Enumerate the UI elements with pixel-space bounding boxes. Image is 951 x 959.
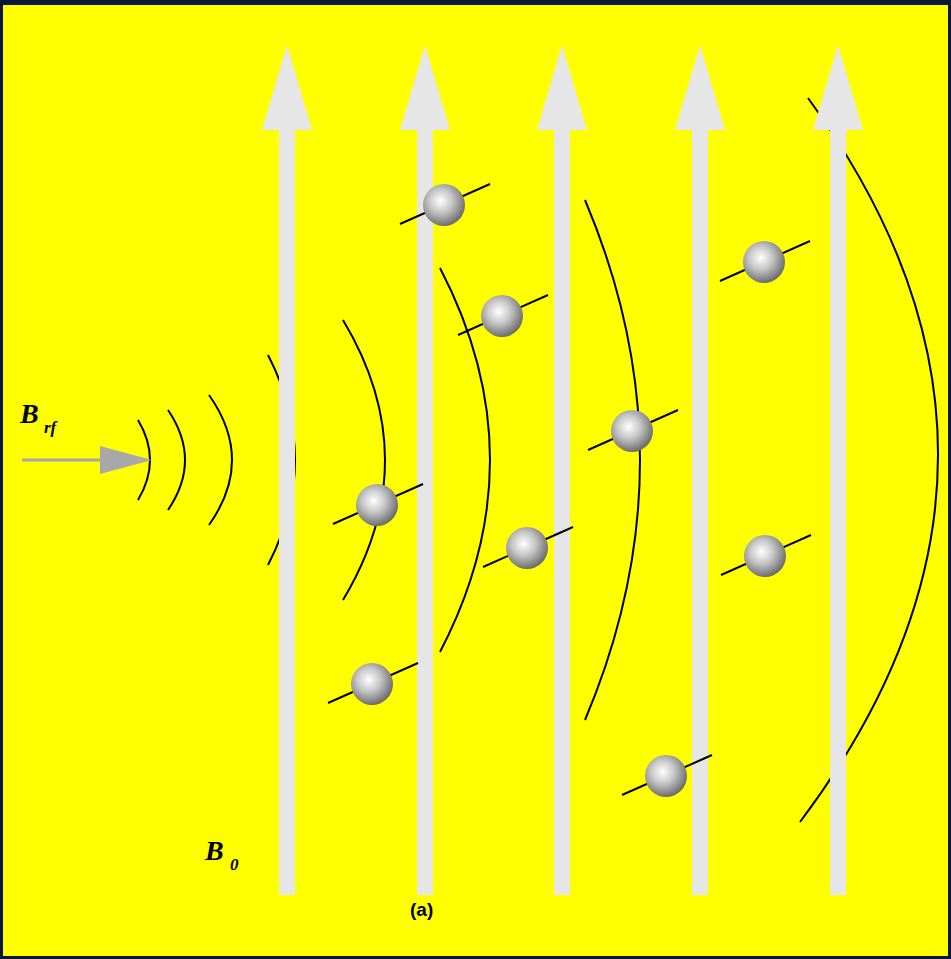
rf-arrow bbox=[22, 446, 152, 474]
panel-label: (a) bbox=[410, 899, 433, 921]
proton bbox=[400, 184, 490, 226]
field-symbol: B bbox=[20, 398, 39, 430]
proton bbox=[483, 527, 573, 569]
field-subscript: 0 bbox=[230, 855, 239, 875]
b0-field-arrows bbox=[262, 45, 863, 895]
proton bbox=[721, 535, 811, 577]
proton bbox=[720, 241, 810, 283]
proton bbox=[333, 484, 423, 526]
proton bbox=[588, 410, 678, 452]
field-subscript: rf bbox=[44, 418, 56, 438]
protons bbox=[328, 184, 811, 797]
proton bbox=[458, 295, 548, 337]
proton bbox=[622, 755, 712, 797]
proton bbox=[328, 663, 418, 705]
rf-wavefronts bbox=[138, 98, 938, 822]
field-symbol: B bbox=[205, 835, 224, 867]
